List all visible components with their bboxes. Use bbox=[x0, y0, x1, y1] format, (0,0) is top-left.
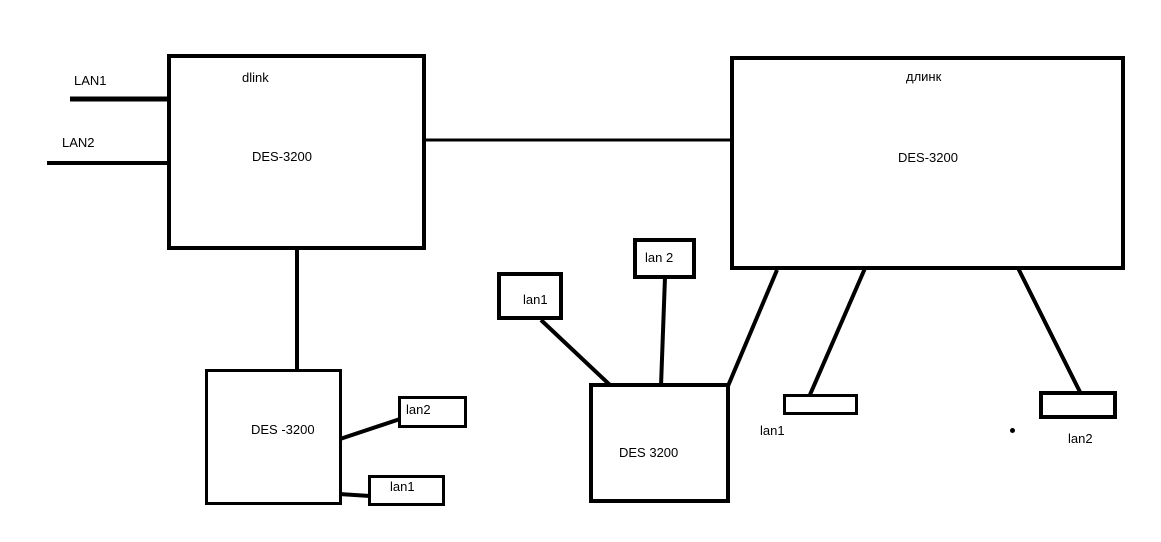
bottom-left-switch bbox=[205, 369, 342, 505]
bottom-mid-switch bbox=[589, 383, 730, 503]
right-lan2-port bbox=[1039, 391, 1117, 419]
bottom-left-model: DES -3200 bbox=[251, 422, 315, 437]
right-main-switch bbox=[730, 56, 1125, 270]
bottom-mid-lan1-label: lan1 bbox=[523, 292, 548, 307]
right-main-to-bottom-mid-link bbox=[726, 269, 779, 387]
bottom-mid-lan1-port bbox=[497, 272, 563, 320]
right-lan1-port bbox=[783, 394, 858, 415]
left-main-brand: dlink bbox=[242, 70, 269, 85]
bottom-left-lan1-port bbox=[368, 475, 445, 506]
right-main-model: DES-3200 bbox=[898, 150, 958, 165]
bottom-mid-to-lan2-link bbox=[659, 276, 667, 387]
left-main-switch bbox=[167, 54, 426, 250]
right-main-to-lan1-link bbox=[807, 265, 868, 398]
uplink-lan1-label: LAN1 bbox=[74, 73, 107, 88]
bottom-left-lan2-label: lan2 bbox=[406, 402, 431, 417]
bottom-left-lan2-port bbox=[398, 396, 467, 428]
right-main-to-lan2-link bbox=[1016, 267, 1086, 401]
bottom-left-to-lan1-link bbox=[338, 492, 371, 498]
bottom-mid-lan2-label: lan 2 bbox=[645, 250, 674, 265]
bottom-mid-model: DES 3200 bbox=[619, 445, 679, 460]
bottom-left-lan1-label: lan1 bbox=[390, 479, 415, 494]
bottom-mid-lan2-port bbox=[633, 238, 696, 279]
right-main-brand: длинк bbox=[906, 69, 942, 84]
stray-dot bbox=[1010, 428, 1015, 433]
right-lan1-label: lan1 bbox=[760, 423, 785, 438]
right-lan2-label: lan2 bbox=[1068, 431, 1093, 446]
bottom-mid-to-lan1-link bbox=[539, 318, 613, 388]
left-main-model: DES-3200 bbox=[252, 149, 312, 164]
bottom-left-to-lan2-link bbox=[336, 417, 401, 442]
uplink-lan2-label: LAN2 bbox=[62, 135, 95, 150]
